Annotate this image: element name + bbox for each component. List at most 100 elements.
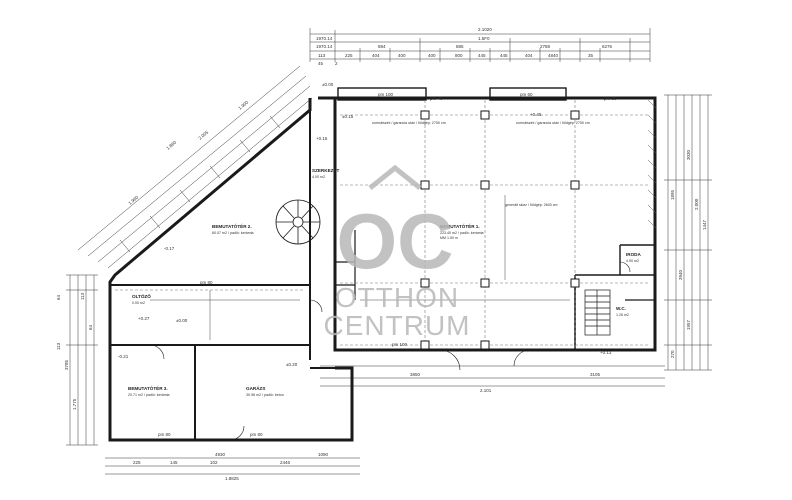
opening-label: pm 40 <box>430 96 443 101</box>
level-marker: ±0.15 <box>342 114 354 119</box>
right-dimension-labels: 3030 2.000 1447 1895 3940 1957 270 <box>670 149 707 358</box>
top-dimension-chain <box>309 28 651 62</box>
dim-top-9: 113 <box>318 53 326 58</box>
room-sub-bemutato-3: 20.71 m2 / padló: kerámia <box>128 393 170 397</box>
dim-bottom-1: 4930 <box>215 452 226 457</box>
room-label-garazs: GARÁZS <box>246 385 265 391</box>
level-marker: +0.45 <box>530 112 542 117</box>
dim-right-3: 1447 <box>702 219 707 230</box>
dim-top-21: 2 <box>335 61 338 66</box>
dim-left-5: 113 <box>80 292 85 300</box>
room-sub-wc: 1.26 m2 <box>616 313 629 317</box>
room-sub-garazs: 30.98 m2 / padló: beton <box>246 393 284 397</box>
annotation-normal-b: normálszint / garancia után / földgép: 2… <box>516 121 590 125</box>
top-dimension-labels: 2.1020 1.5F0 1970.14 1970.14 884 885 278… <box>316 27 613 66</box>
structural-grid <box>115 100 650 348</box>
room-label-bemutato-1: BEMUTATÓTÉR 1. <box>440 222 480 229</box>
left-dimension-chain <box>66 274 98 446</box>
hatched-wall <box>647 99 657 229</box>
dim-left-4: 1.775 <box>72 398 77 410</box>
dim-top-8: 6276 <box>602 44 613 49</box>
watermark-line1: OTTHON <box>335 282 459 313</box>
left-dimension-labels: 64 113 3785 1.775 113 64 <box>56 292 93 410</box>
dim-right-5: 3940 <box>678 269 683 280</box>
dim-bottom-2: 1.8825 <box>225 476 239 481</box>
level-marker: ±0.00 <box>322 82 334 87</box>
opening-label: pm 60 <box>520 92 533 97</box>
opening-labels: pm 100 pm 40 pm 60 pm 30 pm 80 pm 80 pm … <box>158 92 617 437</box>
opening-label: pm 30 <box>604 96 617 101</box>
level-marker: +0.13 <box>600 350 612 355</box>
spiral-staircase <box>275 199 321 245</box>
level-markers: ±0.00 ±0.15 -0.17 +0.15 +0.27 ±0.00 -0.2… <box>118 82 612 367</box>
room-sub-bemutato-1: 223.40 m2 / padló: kerámia <box>440 231 484 235</box>
dim-top-20: 45 <box>318 61 324 66</box>
dim-top-10: 225 <box>345 53 353 58</box>
dim-top-11: 404 <box>372 53 380 58</box>
dim-diag-1: 1.860 <box>165 139 177 150</box>
dim-bottom-8: 3850 <box>410 372 421 377</box>
dim-bottom-9: 2.101 <box>480 388 492 393</box>
dim-top-4: 1970.14 <box>316 44 333 49</box>
dim-top-15: 445 <box>478 53 486 58</box>
dim-bottom-3: 225 <box>133 460 141 465</box>
dim-bottom-6: 2446 <box>280 460 291 465</box>
dim-top-total: 2.1020 <box>478 27 492 32</box>
dim-top-12: 400 <box>398 53 406 58</box>
room-sub-bemutato-2: 60.07 m2 / padló: kerámia <box>212 231 254 235</box>
room-sub-oltozo: 0.00 m2 <box>132 301 145 305</box>
dim-right-6: 1957 <box>686 319 691 330</box>
dim-right-7: 270 <box>670 350 675 358</box>
diagonal-dimension-labels: 1.860 2.005 1.900 1.960 <box>127 99 249 205</box>
dim-right-2: 2.000 <box>694 198 699 210</box>
dim-left-1: 64 <box>56 294 61 300</box>
dim-top-5: 884 <box>378 44 386 49</box>
room-label-szerkezet: SZERKEZET <box>312 168 340 173</box>
dim-top-3: 1970.14 <box>316 36 333 41</box>
watermark-logo: OC <box>337 197 454 285</box>
dim-bottom-5: 102 <box>210 460 218 465</box>
level-marker: +0.27 <box>138 316 150 321</box>
room-label-bemutato-2: BEMUTATÓTÉR 2. <box>212 222 252 229</box>
room-label-oltozo: OLTÖZŐ <box>132 293 151 299</box>
room-labels: BEMUTATÓTÉR 1. 223.40 m2 / padló: kerámi… <box>128 168 641 397</box>
dim-left-2: 113 <box>56 342 61 350</box>
opening-label: pm 80 <box>200 280 213 285</box>
watermark-line2: CENTRUM <box>324 310 471 341</box>
room-label-wc: W.C. <box>616 306 626 311</box>
dim-top-13: 400 <box>428 53 436 58</box>
dim-right-4: 1895 <box>670 189 675 200</box>
right-dimension-chain <box>664 94 712 371</box>
annotations: normálszint / garancia után / földgép: 2… <box>372 121 590 207</box>
dim-left-6: 64 <box>88 324 93 330</box>
diagonal-dimension-chain <box>77 65 313 269</box>
dim-diag-3: 1.900 <box>237 99 249 110</box>
dim-top-14: 800 <box>455 53 463 58</box>
dim-top-17: 404 <box>525 53 533 58</box>
dim-top-7: 2788 <box>540 44 551 49</box>
dim-diag-4: 1.960 <box>127 194 139 205</box>
dim-bottom-4: 145 <box>170 460 178 465</box>
opening-label: pm 80 <box>250 432 263 437</box>
watermark: OC OTTHON CENTRUM <box>324 164 471 341</box>
dim-top-6: 885 <box>456 44 464 49</box>
room-label-bemutato-3: BEMUTATÓTÉR 3. <box>128 384 168 391</box>
level-marker: -0.17 <box>164 246 175 251</box>
dim-bottom-10: 3105 <box>590 372 601 377</box>
dim-diag-2: 2.005 <box>197 129 209 140</box>
room-label-iroda: IRODA <box>626 252 641 257</box>
door-swings <box>149 261 631 441</box>
level-marker: +0.15 <box>316 136 328 141</box>
dim-right-1: 3030 <box>686 149 691 160</box>
room-detail-bemutato-1: MM 1.00 m <box>440 236 458 240</box>
bottom-dimension-chain <box>105 365 665 475</box>
dim-top-18: 4840 <box>548 53 559 58</box>
level-marker: -0.21 <box>118 354 129 359</box>
interior-dimension-lines <box>150 195 570 340</box>
annotation-normal-a: normálszint / garancia után / földgép: 2… <box>372 121 446 125</box>
opening-label: pm 100 <box>378 92 394 97</box>
room-sub-szerkezet: 4.00 m2 <box>312 175 325 179</box>
annotation-generalt: generált skizz / földgép: 2600 cm <box>505 203 558 207</box>
roof-icon <box>368 164 422 190</box>
